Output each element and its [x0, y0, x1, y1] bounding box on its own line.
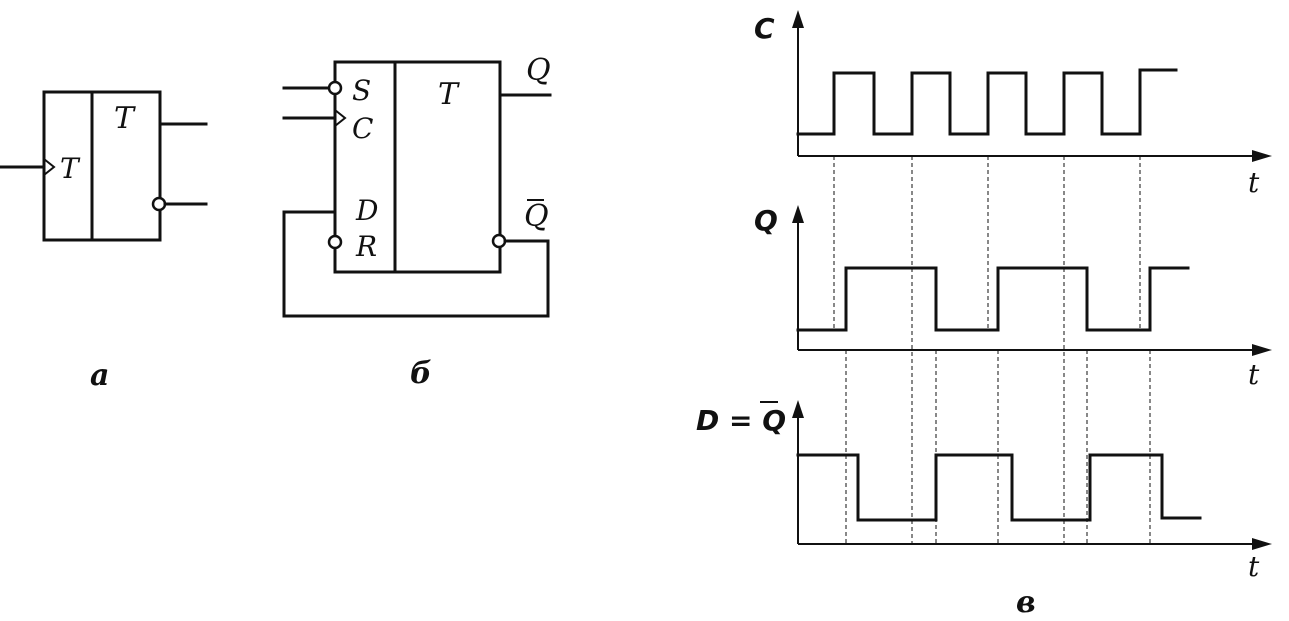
t-block-label: T	[114, 101, 136, 136]
caption-b: б	[410, 356, 432, 391]
pin-d-label: D	[355, 194, 378, 227]
d-block-label: T	[438, 77, 460, 112]
signal-q: Q t	[754, 204, 1272, 391]
d-flipflop-as-t-circuit: S C D R T Q Q б	[282, 53, 552, 391]
q-axis-arrow	[792, 205, 804, 223]
pin-s-label: S	[352, 74, 371, 107]
c-dynamic-triangle	[334, 109, 347, 127]
q-time-arrow	[1252, 344, 1272, 356]
d-waveform	[796, 453, 1202, 522]
signal-q-label: Q	[754, 204, 778, 237]
q-waveform	[796, 266, 1190, 332]
signal-q-axis-label: t	[1248, 358, 1260, 391]
d-time-arrow	[1252, 538, 1272, 550]
pin-c-label: C	[352, 112, 373, 145]
t-input-label: T	[60, 152, 81, 185]
pin-r-label: R	[355, 230, 377, 263]
signal-d-label: D = Q	[696, 404, 786, 437]
c-time-arrow	[1252, 150, 1272, 162]
c-waveform	[796, 68, 1178, 136]
s-inverse-bubble	[327, 80, 343, 96]
t-inverse-bubble	[151, 196, 167, 212]
caption-a: а	[90, 358, 109, 393]
signal-c-label: C	[754, 12, 775, 45]
signal-d: D = Q t	[696, 400, 1272, 583]
timing-diagram: C t Q t D = Q t в	[696, 10, 1272, 620]
out-qbar-label: Q	[524, 199, 549, 234]
d-axis-arrow	[792, 400, 804, 418]
signal-c-axis-label: t	[1248, 166, 1260, 199]
dynamic-input-triangle	[43, 158, 56, 176]
feedback-wire	[282, 210, 550, 318]
signal-d-axis-label: t	[1248, 550, 1260, 583]
d-block-outline	[333, 60, 502, 274]
t-flipflop-symbol: T T а	[0, 90, 208, 393]
r-inverse-bubble	[327, 234, 343, 250]
qbar-inverse-bubble	[491, 233, 507, 249]
caption-c: в	[1016, 585, 1036, 620]
signal-c: C t	[754, 10, 1272, 199]
c-axis-arrow	[792, 10, 804, 28]
out-q-label: Q	[526, 53, 551, 88]
